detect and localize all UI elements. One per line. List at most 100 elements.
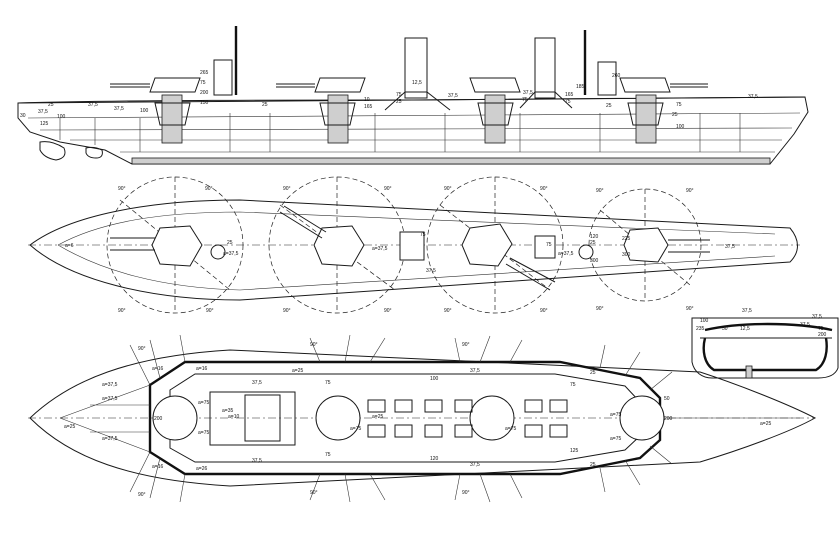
deck-label-29: 125 (570, 448, 579, 454)
deck-label-22: a=25 (372, 414, 383, 420)
profile-label-7: 37,5 (114, 106, 124, 112)
plan-turret-labels: 90° 90° 90° 90° 90° 90° 90° 90° 90° 90° … (65, 186, 735, 314)
deck-citadel-outline (148, 360, 662, 476)
profile-bridge-fore (213, 59, 233, 96)
deck-label-11: a=75 (505, 426, 516, 432)
plan-angle-16: 90° (686, 306, 694, 312)
arc-turret-4 (588, 188, 702, 302)
plan-label-6: 25 (590, 240, 596, 246)
plan-angle-14: 90° (686, 188, 694, 194)
profile-label-21: 37,5 (523, 90, 533, 96)
deck-hull-outline (29, 349, 817, 487)
deck-label-9: a=75 (350, 426, 361, 432)
plan-label-7: 75 (420, 232, 426, 238)
profile-label-16: 75 (396, 92, 402, 98)
deck-label-4: a=25 (64, 424, 75, 430)
profile-labels: 30 37,5 125 100 37,5 25 37,5 265 100 75 … (20, 70, 758, 130)
section-label-8: 200 (818, 332, 827, 338)
armor-deck-plan: a=37,5 a=37,5 a=37,5 a=25 a=25 a=75 a=10… (28, 334, 817, 503)
profile-label-11: 200 (200, 90, 209, 96)
section-label-3: 100 (700, 318, 709, 324)
plan-guns-4 (668, 239, 710, 253)
profile-label-25: 185 (576, 84, 585, 90)
deck-label-36: 90° (310, 342, 318, 348)
plan-angle-1: 90° (118, 186, 126, 192)
profile-frame-ticks (59, 113, 741, 152)
profile-label-15: 165 (364, 104, 373, 110)
arc-turret-1 (106, 176, 244, 314)
deck-fans-top (129, 334, 673, 391)
deck-label-6: a=75 (198, 400, 209, 406)
plan-angle-10: 90° (540, 186, 548, 192)
plan-guns-2 (279, 205, 327, 239)
plan-angle-8: 90° (384, 308, 392, 314)
plan-label-10: 300 (622, 252, 631, 258)
deck-label-20: 50 (664, 396, 670, 402)
plan-funnel-aft (534, 235, 556, 259)
profile-label-2: 37,5 (38, 109, 48, 115)
plan-angle-9: 90° (444, 186, 452, 192)
profile-label-26: 260 (612, 73, 621, 79)
plan-mast-fore (210, 244, 226, 260)
profile-hull-outline (17, 96, 809, 165)
profile-label-29: 25 (672, 112, 678, 118)
profile-label-30: 100 (676, 124, 685, 130)
section-label-5: 235 (696, 326, 705, 332)
profile-label-17: 25 (396, 99, 402, 105)
plan-label-9: 225 (622, 236, 631, 242)
plan-label-1: a=6 (65, 243, 74, 249)
profile-label-8: 265 (200, 70, 209, 76)
profile-belt-upper (27, 112, 801, 119)
deck-label-30: a=16 (196, 366, 207, 372)
plan-label-3: a=37,5 (372, 246, 388, 252)
plan-turret-2 (313, 225, 365, 267)
section-labels: 37,5 37,5 100 37,5 235 50 75 200 12,5 (696, 308, 827, 338)
section-label-1: 37,5 (742, 308, 752, 314)
profile-label-9: 100 (140, 108, 149, 114)
deck-bow-lines (59, 384, 800, 453)
plan-mast-aft (578, 244, 594, 260)
plan-angle-13: 90° (596, 188, 604, 194)
deck-barbette-3 (469, 395, 515, 441)
deck-label-2: a=37,5 (102, 396, 118, 402)
deck-label-37: 90° (462, 342, 470, 348)
profile-label-22: 165 (565, 92, 574, 98)
plan-angle-15: 90° (596, 306, 604, 312)
deck-label-32: a=75 (610, 436, 621, 442)
plan-angle-11: 90° (444, 308, 452, 314)
profile-turret-4 (619, 77, 708, 144)
profile-label-23: 75 (565, 99, 571, 105)
deck-label-8: a=75 (198, 430, 209, 436)
profile-label-4: 100 (57, 114, 66, 120)
plan-angle-12: 90° (540, 308, 548, 314)
profile-label-28: 37,5 (748, 94, 758, 100)
section-label-2: 37,5 (812, 314, 822, 320)
section-label-7: 75 (818, 326, 824, 332)
plan-guns-3 (505, 257, 556, 291)
deck-label-14: 75 (325, 380, 331, 386)
profile-label-12: 150 (200, 100, 209, 106)
deck-label-3: a=37,5 (102, 436, 118, 442)
plan-angle-5: 90° (283, 186, 291, 192)
section-view: 37,5 37,5 100 37,5 235 50 75 200 12,5 (691, 308, 839, 379)
profile-turret-2 (276, 77, 366, 144)
section-belt (702, 337, 828, 372)
section-label-6: 50 (722, 326, 728, 332)
profile-label-18: 37,5 (448, 93, 458, 99)
profile-funnel-base (384, 91, 573, 111)
plan-hull-outline (29, 199, 798, 301)
plan-label-8: 37,5 (426, 268, 436, 274)
plan-angle-2: 90° (205, 186, 213, 192)
plan-label-14: 37,5 (725, 244, 735, 250)
profile-label-1: 30 (20, 113, 26, 119)
profile-label-14: 10 (364, 97, 370, 103)
profile-label-5: 37,5 (88, 102, 98, 108)
deck-barbette-1 (152, 395, 198, 441)
deck-fans-bottom (129, 445, 673, 503)
section-armor-deck (704, 322, 833, 332)
plan-label-13: 75 (546, 242, 552, 248)
plan-view-turrets: 90° 90° 90° 90° 90° 90° 90° 90° 90° 90° … (28, 176, 800, 314)
plan-turret-4 (623, 227, 669, 263)
section-label-4: 37,5 (800, 322, 810, 328)
